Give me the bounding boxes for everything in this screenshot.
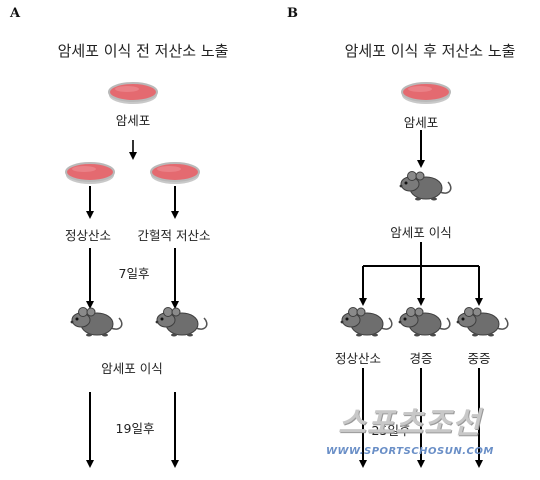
panel-b-letter: B — [287, 6, 298, 21]
panel-a-branch-right-label: 간헐적 저산소 — [137, 228, 211, 243]
panel-b-step-label: 25일후 — [371, 423, 411, 438]
petri-dish-b — [401, 82, 451, 105]
mouse-icon-a-left — [69, 306, 123, 338]
panel-b-branch-left-label: 정상산소 — [334, 351, 382, 366]
mouse-icon-a-right — [154, 306, 208, 338]
panel-a-step2-label: 19일후 — [115, 421, 155, 436]
panel-b-dish-label: 암세포 — [403, 115, 439, 130]
mouse-icon-b-top — [398, 170, 452, 202]
panel-a-branch-left-label: 정상산소 — [64, 228, 112, 243]
panel-b-branch-right-label: 중증 — [467, 351, 491, 366]
panel-a-step1-label: 7일후 — [118, 266, 150, 281]
mouse-icon-b-mid — [397, 306, 451, 338]
panel-a-dish-label: 암세포 — [115, 113, 151, 128]
petri-dish-a-right — [150, 162, 200, 185]
petri-dish-a-left — [65, 162, 115, 185]
panel-b-title: 암세포 이식 후 저산소 노출 — [344, 42, 516, 60]
panel-b-branch-mid-label: 경증 — [409, 351, 433, 366]
watermark-url: WWW.SPORTSCHOSUN.COM — [326, 446, 494, 457]
petri-dish-a-top — [108, 82, 158, 105]
mouse-icon-b-left — [339, 306, 393, 338]
panel-a-implant-label: 암세포 이식 — [101, 361, 163, 376]
mouse-icon-b-right — [455, 306, 509, 338]
panel-b-implant-label: 암세포 이식 — [390, 225, 452, 240]
panel-a-letter: A — [10, 6, 21, 21]
watermark-logo: 스포츠조선 — [338, 406, 481, 441]
panel-a-title: 암세포 이식 전 저산소 노출 — [57, 42, 229, 60]
